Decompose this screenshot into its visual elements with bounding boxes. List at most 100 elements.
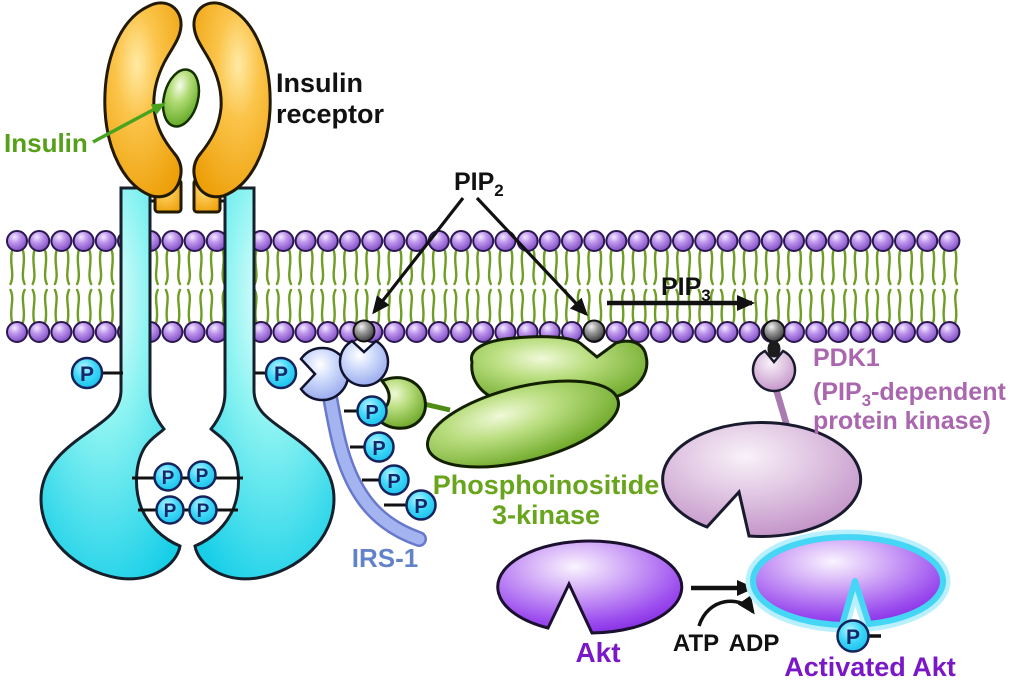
pdk1-kinase-domain bbox=[661, 420, 863, 538]
lipid-tail bbox=[754, 288, 759, 324]
phosphate-badge: P bbox=[188, 495, 218, 525]
adp-label: ADP bbox=[729, 630, 780, 657]
lipid-tail bbox=[675, 249, 680, 286]
lipid-tail bbox=[510, 288, 515, 324]
lipid-head bbox=[738, 230, 761, 252]
pdk1-label-line1: PDK1 bbox=[813, 344, 880, 372]
phosphate-badge: P bbox=[153, 462, 183, 492]
insulin-ligand bbox=[161, 68, 201, 128]
pip3-head bbox=[762, 319, 786, 343]
phosphate-label: P bbox=[164, 501, 177, 522]
lipid-head bbox=[316, 321, 339, 343]
lipid-tail bbox=[75, 288, 81, 324]
phosphate-badge: P bbox=[378, 464, 410, 496]
lipid-tail bbox=[421, 288, 426, 324]
phosphate-label: P bbox=[196, 466, 209, 487]
pip2-pointer-arrow-right bbox=[475, 196, 589, 317]
lipid-head bbox=[827, 321, 850, 343]
irs1-tail bbox=[323, 385, 425, 545]
lipid-tail bbox=[443, 288, 448, 324]
activated-akt-label: Activated Akt bbox=[784, 652, 956, 682]
lipid-tail bbox=[875, 288, 880, 324]
lipid-head bbox=[694, 321, 717, 343]
lipid-tail bbox=[186, 249, 192, 286]
lipid-head bbox=[694, 230, 717, 252]
annotations: Insulin Insulin receptor PIP2 PIP3 PDK1 … bbox=[4, 68, 1006, 682]
lipid-tail bbox=[487, 249, 492, 286]
lipid-tail bbox=[288, 249, 293, 286]
pip2-head-right bbox=[582, 319, 606, 343]
lipid-tail bbox=[53, 249, 58, 286]
receptor-phosphates: P P P P P P bbox=[70, 356, 298, 525]
pip2-pointer-arrow-left bbox=[372, 197, 465, 315]
lipid-tail bbox=[465, 288, 470, 324]
activated-akt-protein: P bbox=[745, 529, 951, 653]
insulin-pointer-arrow bbox=[92, 102, 166, 144]
phosphate-badge: P bbox=[356, 395, 388, 427]
lipid-tail bbox=[687, 249, 692, 286]
lipid-tail bbox=[576, 249, 581, 286]
lipid-tail bbox=[110, 288, 115, 324]
lipid-head bbox=[6, 230, 28, 252]
lipid-tail bbox=[310, 249, 315, 286]
pdk1-label-line2: (PIP3-dependent bbox=[813, 378, 1006, 410]
pdk1-ph-domain bbox=[751, 349, 797, 393]
lipid-head bbox=[183, 230, 206, 252]
lipid-tail bbox=[177, 249, 182, 286]
lipid-head bbox=[450, 230, 472, 252]
lipid-head bbox=[649, 321, 672, 343]
lipid-head bbox=[516, 230, 539, 252]
lipid-tail bbox=[808, 249, 813, 286]
lipid-head bbox=[6, 321, 28, 343]
lipid-tail bbox=[475, 288, 480, 324]
pip3-label: PIP3 bbox=[661, 273, 711, 305]
lipid-tail bbox=[186, 288, 192, 324]
lipid-tail bbox=[709, 249, 714, 286]
lipid-head bbox=[760, 230, 783, 252]
lipid-tail bbox=[21, 288, 26, 324]
irs1-phosphates: P P P P bbox=[356, 395, 437, 521]
phosphate-label: P bbox=[162, 468, 175, 489]
lipid-tail bbox=[875, 249, 880, 286]
phosphate-badge: P bbox=[836, 619, 870, 653]
lipid-tail bbox=[53, 288, 58, 324]
lipid-tail bbox=[386, 249, 391, 286]
insulin-receptor-label-line1: Insulin bbox=[276, 68, 363, 98]
lipid-tail bbox=[342, 249, 347, 286]
pdk1-stalk bbox=[772, 388, 791, 427]
lipid-tail bbox=[643, 288, 648, 324]
lipid-head bbox=[316, 230, 339, 252]
lipid-tail bbox=[98, 249, 103, 286]
lipid-tail bbox=[98, 288, 103, 324]
phosphate-label: P bbox=[80, 363, 94, 386]
lipid-tail bbox=[21, 249, 26, 286]
lipid-tail bbox=[830, 249, 835, 286]
lipid-tail bbox=[887, 249, 892, 286]
lipid-tail bbox=[732, 288, 737, 324]
lipid-tail bbox=[519, 288, 525, 324]
lipid-tail bbox=[719, 288, 724, 324]
lipid-head bbox=[94, 230, 117, 252]
lipid-tail bbox=[532, 288, 537, 324]
lipid-head bbox=[827, 230, 850, 252]
insulin-receptor-alpha-subunits bbox=[103, 1, 272, 214]
lipid-tail bbox=[88, 288, 93, 324]
lipid-head bbox=[427, 321, 450, 343]
lipid-head bbox=[28, 230, 51, 252]
lipid-tail bbox=[487, 288, 492, 324]
lipid-tail bbox=[630, 249, 636, 286]
phosphate-badge: P bbox=[155, 495, 185, 525]
lipid-head bbox=[383, 230, 406, 252]
lipid-tail bbox=[776, 249, 781, 286]
lipid-head bbox=[72, 321, 95, 343]
lipid-tail bbox=[342, 288, 347, 324]
lipid-tail bbox=[542, 288, 547, 324]
lipid-head bbox=[605, 321, 628, 343]
lipid-head bbox=[916, 321, 939, 343]
pdk1-protein bbox=[661, 349, 863, 538]
lipid-tail bbox=[843, 288, 848, 324]
lipid-head bbox=[72, 230, 95, 252]
lipid-tail bbox=[820, 288, 825, 324]
receptor-alpha-lobe-left bbox=[103, 1, 183, 199]
lipid-head bbox=[28, 321, 51, 343]
